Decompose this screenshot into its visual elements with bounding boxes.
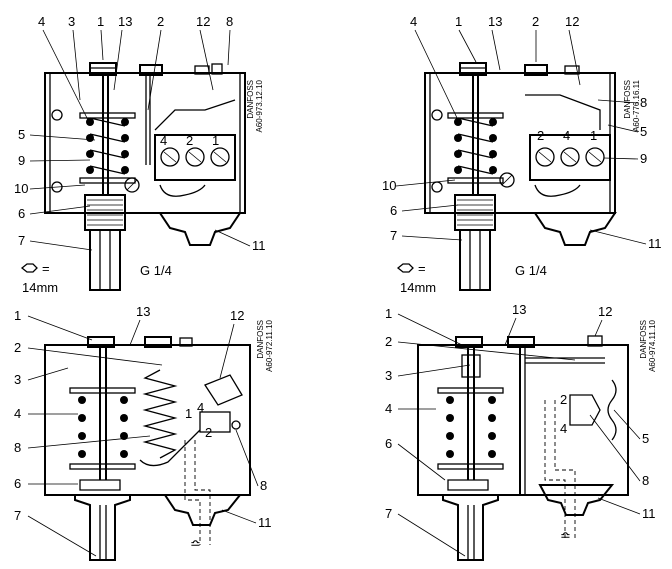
contact-number: 1 — [590, 128, 597, 143]
contact-number: 4 — [560, 421, 567, 436]
pressure-connector — [89, 229, 121, 291]
callout: 8 — [642, 473, 649, 488]
callout: 10 — [382, 178, 396, 193]
contact-number: 1 — [185, 406, 192, 421]
callout: 9 — [640, 151, 647, 166]
callout: 1 — [455, 14, 462, 29]
callout: 7 — [14, 508, 21, 523]
housing — [44, 344, 251, 496]
callout: 3 — [14, 372, 21, 387]
drawing-code: A60-776.16.11 — [632, 79, 641, 131]
callout: 7 — [390, 228, 397, 243]
callout: 5 — [640, 124, 647, 139]
callout: 4 — [14, 406, 21, 421]
callout: 9 — [18, 153, 25, 168]
callout: 6 — [14, 476, 21, 491]
callout: 7 — [18, 233, 25, 248]
contact-number: 1 — [212, 133, 219, 148]
callout: 8 — [640, 95, 647, 110]
callout: 11 — [642, 506, 656, 521]
pressure-connector — [459, 229, 491, 291]
housing — [424, 72, 616, 214]
callout: 12 — [196, 14, 210, 29]
callout: 1 — [14, 308, 21, 323]
callout: 11 — [258, 515, 272, 530]
range-spring — [454, 117, 497, 175]
ground-symbol: ≏ — [190, 536, 201, 551]
cable-gland — [538, 484, 615, 516]
callout: 6 — [385, 436, 392, 451]
callout: 4 — [385, 401, 392, 416]
callout: 7 — [385, 506, 392, 521]
differential-spring — [142, 369, 178, 459]
mounting-hole — [51, 109, 63, 121]
contact-number: 2 — [205, 425, 212, 440]
contact-number: 4 — [197, 400, 204, 415]
callout: 3 — [385, 368, 392, 383]
callout: 8 — [260, 478, 267, 493]
callout: 5 — [18, 127, 25, 142]
cable-gland — [158, 212, 242, 246]
callout: 10 — [14, 181, 28, 196]
drawing-code: A60-974.11.10 — [648, 319, 657, 371]
callout: 13 — [488, 14, 502, 29]
hex-icon — [396, 263, 414, 273]
figure-bottom-left: ≏ DANFOSS A60-972.11.10 4 1 2 1 13 12 2 … — [14, 304, 274, 561]
housing — [44, 72, 246, 214]
callout: 2 — [532, 14, 539, 29]
hex-label: = — [418, 261, 426, 276]
callout: 1 — [97, 14, 104, 29]
contact-number: 2 — [186, 133, 193, 148]
callout: 3 — [68, 14, 75, 29]
drawing-code: A60-973.12.10 — [255, 79, 264, 132]
cable-gland — [163, 494, 243, 526]
hex-size: 14mm — [22, 280, 58, 295]
callout: 2 — [157, 14, 164, 29]
callout: 8 — [226, 14, 233, 29]
callout: 13 — [136, 304, 150, 319]
range-spring — [446, 396, 496, 458]
hex-size: 14mm — [400, 280, 436, 295]
callout: 8 — [14, 440, 21, 455]
callout: 2 — [385, 334, 392, 349]
contact-number: 2 — [537, 128, 544, 143]
cable-gland — [533, 212, 617, 246]
callout: 12 — [598, 304, 612, 319]
hex-label: = — [42, 261, 50, 276]
contact-number: 4 — [160, 133, 167, 148]
callout: 5 — [642, 431, 649, 446]
callout: 6 — [18, 206, 25, 221]
callout: 13 — [512, 302, 526, 317]
callout: 1 — [385, 306, 392, 321]
callout: 4 — [410, 14, 417, 29]
brand-label: DANFOSS — [639, 320, 648, 359]
brand-label: DANFOSS — [246, 80, 255, 119]
thread-label: G 1/4 — [515, 263, 547, 278]
hex-icon — [20, 263, 38, 273]
thread-label: G 1/4 — [140, 263, 172, 278]
figure-bottom-right: ≏ DANFOSS A60-974.11.10 2 4 1 13 12 2 3 … — [385, 302, 657, 561]
drawing-code: A60-972.11.10 — [265, 319, 274, 371]
figure-top-left: = 14mm G 1/4 DANFOSS A60-973.12.10 4 2 1… — [14, 14, 266, 295]
callout: 11 — [252, 238, 266, 253]
contact-number: 4 — [563, 128, 570, 143]
housing — [417, 344, 629, 496]
range-spring — [78, 396, 128, 458]
callout: 12 — [565, 14, 579, 29]
brand-label: DANFOSS — [256, 320, 265, 359]
brand-label: DANFOSS — [623, 80, 632, 119]
contact-number: 2 — [560, 392, 567, 407]
switch-block — [529, 134, 611, 181]
figure-top-right: = 14mm G 1/4 DANFOSS A60-776.16.11 2 4 1… — [382, 14, 662, 295]
callout: 4 — [38, 14, 45, 29]
ground-symbol: ≏ — [560, 528, 571, 543]
callout: 12 — [230, 308, 244, 323]
callout: 13 — [118, 14, 132, 29]
callout: 11 — [648, 236, 662, 251]
callout: 2 — [14, 340, 21, 355]
callout: 6 — [390, 203, 397, 218]
switch-block — [154, 134, 236, 181]
